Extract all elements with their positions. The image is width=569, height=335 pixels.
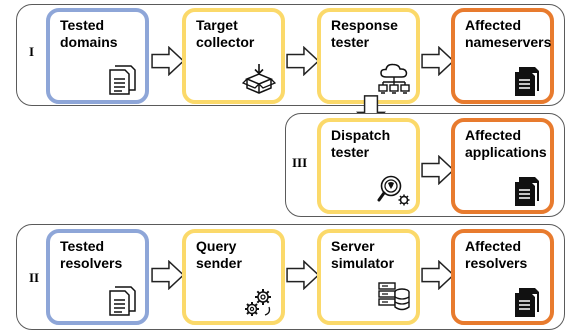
box-download-icon [242,62,276,96]
affected-resolvers-box: Affected resolvers [451,229,554,325]
document-filled-icon [511,174,545,208]
dispatch-tester-box: Dispatch tester [317,118,420,214]
box-title: Target collector [196,17,255,50]
gears-icon [242,285,276,319]
box-title: Affected applications [465,127,547,160]
target-collector-box: Target collector [182,8,285,104]
document-icon [106,63,140,97]
row-label-ii: II [29,270,40,285]
box-title: Dispatch tester [331,127,391,160]
arrow-right-icon [421,155,455,185]
cloud-network-icon [377,62,411,96]
arrow-right-icon [286,260,320,290]
affected-applications-box: Affected applications [451,118,554,214]
tested-domains-box: Tested domains [46,8,149,104]
arrow-right-icon [421,260,455,290]
document-icon [106,284,140,318]
tested-resolvers-box: Tested resolvers [46,229,149,325]
document-filled-icon [511,64,545,98]
box-title: Server simulator [331,238,395,271]
arrow-right-icon [151,46,185,76]
magnifier-gear-icon [377,173,411,207]
box-title: Tested resolvers [60,238,123,271]
row-label-i: I [29,44,35,59]
affected-nameservers-box: Affected nameservers [451,8,554,104]
server-simulator-box: Server simulator [317,229,420,325]
box-title: Query sender [196,238,242,271]
response-tester-box: Response tester [317,8,420,104]
document-filled-icon [511,285,545,319]
box-title: Affected resolvers [465,238,528,271]
server-database-icon [377,279,411,313]
box-title: Response tester [331,17,398,50]
row-label-iii: III [292,155,308,170]
arrow-right-icon [421,46,455,76]
arrow-right-icon [151,260,185,290]
arrow-right-icon [286,46,320,76]
box-title: Affected nameservers [465,17,552,50]
query-sender-box: Query sender [182,229,285,325]
box-title: Tested domains [60,17,118,50]
